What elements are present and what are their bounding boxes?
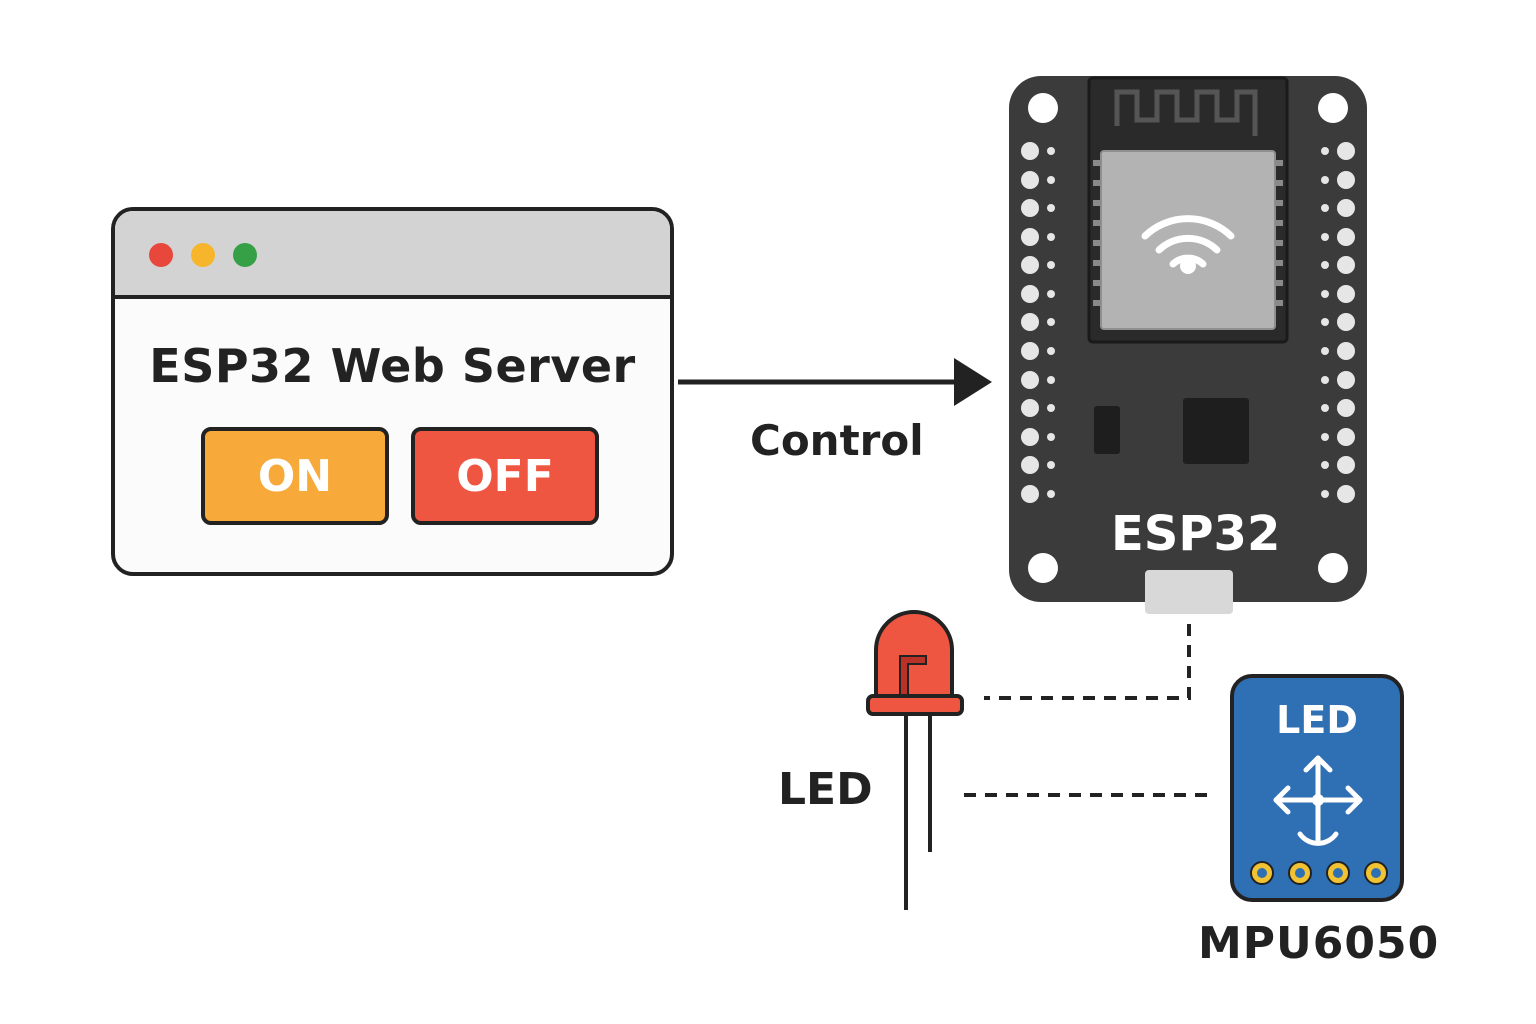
sensor-chip-label: LED (1276, 698, 1358, 742)
mounting-holes (1028, 93, 1348, 583)
maximize-dot[interactable] (233, 243, 257, 267)
antenna-trace (1114, 89, 1258, 136)
sensor-pin-pads (1250, 861, 1388, 885)
chip (1183, 398, 1249, 464)
mpu6050-module: LED (1230, 674, 1404, 902)
off-button[interactable]: OFF (411, 427, 599, 525)
minimize-dot[interactable] (191, 243, 215, 267)
esp32-board: ESP32 (1009, 76, 1367, 602)
left-pin-header (1021, 142, 1055, 503)
led-label: LED (778, 764, 873, 815)
page-title: ESP32 Web Server (149, 339, 636, 393)
mpu6050-label: MPU6050 (1198, 918, 1440, 969)
axes-arrows-icon (1273, 755, 1363, 846)
usb-port (1145, 570, 1233, 614)
right-pin-header (1321, 142, 1355, 503)
control-arrow (678, 358, 992, 406)
board-to-led-wire (984, 624, 1191, 700)
small-component (1094, 406, 1120, 454)
control-label: Control (750, 416, 924, 465)
close-dot[interactable] (149, 243, 173, 267)
on-button[interactable]: ON (201, 427, 389, 525)
web-server-window: ESP32 Web Server ON OFF (111, 207, 674, 576)
esp32-label: ESP32 (1111, 506, 1281, 562)
led-component (866, 610, 964, 910)
window-titlebar (115, 211, 670, 299)
